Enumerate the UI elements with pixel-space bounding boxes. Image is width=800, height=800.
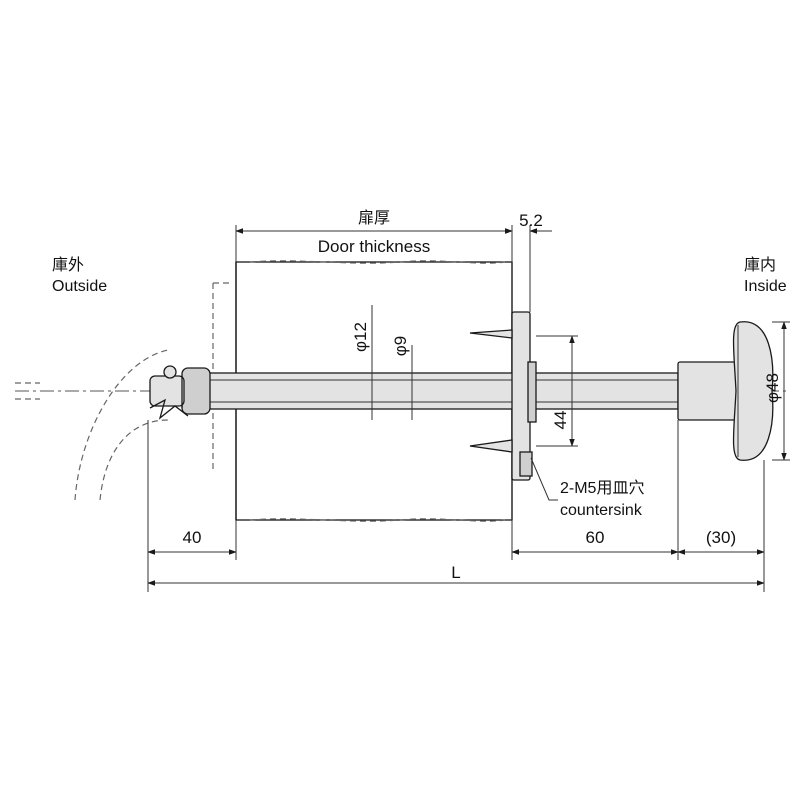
inside-label-en: Inside — [744, 278, 787, 295]
countersink-label-jp: 2-M5用皿穴 — [560, 479, 644, 497]
hole-pitch-label: 44 — [551, 411, 570, 430]
shaft-outer-dia-label: φ12 — [351, 322, 370, 352]
shaft-inner-dia-label: φ9 — [391, 336, 410, 356]
outside-label-jp: 庫外 — [52, 256, 84, 274]
outside-label-en: Outside — [52, 278, 107, 295]
countersink-label-en: countersink — [560, 502, 643, 519]
grip-sleeve — [677, 361, 739, 421]
knob-dia-label: φ48 — [763, 373, 782, 403]
inside-plate — [469, 311, 537, 481]
plate-thickness-dim — [490, 225, 552, 312]
total-length-label: L — [451, 563, 460, 582]
outside-length-label: 40 — [183, 528, 202, 547]
bottom-dims — [147, 420, 765, 592]
knob-dia-dim — [772, 321, 790, 461]
knob-length-label: (30) — [706, 528, 736, 547]
door-label-en: Door thickness — [318, 237, 430, 256]
plate-thickness-label: 5.2 — [519, 211, 543, 230]
outside-nut — [149, 365, 211, 420]
hole-pitch-dim — [536, 335, 578, 447]
countersink-leader — [530, 457, 558, 501]
inside-label-jp: 庫内 — [744, 256, 776, 274]
inside-length-label: 60 — [586, 528, 605, 547]
knob — [732, 321, 774, 461]
door-label-jp: 扉厚 — [358, 209, 390, 227]
